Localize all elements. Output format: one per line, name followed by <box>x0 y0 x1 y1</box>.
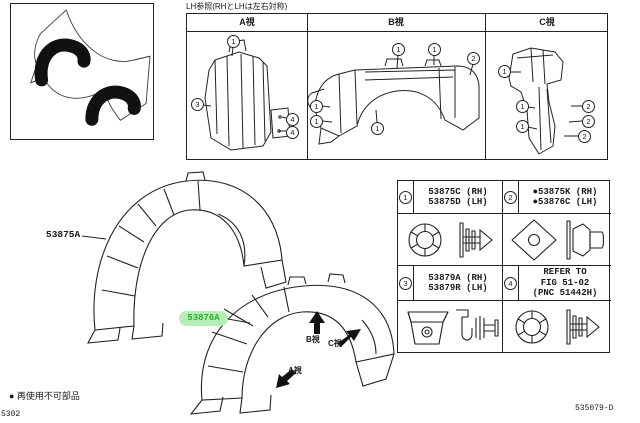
callout-1-badge: 1 <box>227 35 240 48</box>
fastener-parts-table: 1 53875C (RH) 53875D (LH) 2 ●53875K (RH)… <box>397 180 611 353</box>
callout-4-badge: 4 <box>504 276 517 290</box>
callout-4-badge: 4 <box>286 126 299 139</box>
vehicle-location-thumbnail <box>10 3 154 140</box>
views-divider-1 <box>307 14 308 159</box>
highlighted-part-label[interactable]: 53876A <box>179 311 228 326</box>
view-a-arrow-label: A視 <box>288 366 302 375</box>
callout-3-badge: 3 <box>399 276 412 290</box>
fender-liner-drawings <box>40 168 400 418</box>
view-b-header: B視 <box>388 17 404 27</box>
callout-1-badge: 1 <box>392 43 405 56</box>
part-number-cell-53875K[interactable]: ●53875K (RH) ●53876C (LH) <box>519 181 611 214</box>
callout-2-badge: 2 <box>578 130 591 143</box>
car-silhouette-drawing <box>11 4 153 139</box>
callout-1-badge: 1 <box>310 115 323 128</box>
views-header-divider <box>187 31 607 32</box>
non-reusable-parts-legend: ● 再使用不可部品 <box>9 391 80 401</box>
fastener-icon-cell-3 <box>398 301 503 352</box>
callout-1-badge: 1 <box>371 122 384 135</box>
detail-views-panel: A視 B視 C視 <box>186 13 608 160</box>
part-number-cell-53879A[interactable]: 53879A (RH) 53879R (LH) <box>414 266 503 301</box>
callout-1-badge: 1 <box>516 100 529 113</box>
part-label-53875A[interactable]: 53875A <box>46 229 81 240</box>
view-b-arrow-label: B視 <box>306 335 320 344</box>
part-number-cell-53875C[interactable]: 53875C (RH) 53875D (LH) <box>414 181 503 214</box>
view-a-header: A視 <box>239 17 255 27</box>
callout-1-badge: 1 <box>516 120 529 133</box>
refer-to-fig-cell[interactable]: REFER TO FIG 51-02 (PNC 51442H) <box>519 266 611 301</box>
callout-3-badge: 3 <box>191 98 204 111</box>
square-grommet-dome-nut-icon <box>507 215 607 265</box>
fastener-icon-cell-1 <box>398 214 503 266</box>
front-liner-blob <box>41 45 84 80</box>
view-b-direction-arrow <box>309 311 325 334</box>
fastener-icon-cell-2 <box>503 214 611 266</box>
views-line-art <box>187 14 609 161</box>
callout-1-badge: 1 <box>428 43 441 56</box>
callout-2-cell: 2 <box>503 181 519 214</box>
callout-2-badge: 2 <box>582 115 595 128</box>
callout-4-cell: 4 <box>503 266 519 301</box>
callout-4-badge: 4 <box>286 113 299 126</box>
callout-1-cell: 1 <box>398 181 414 214</box>
callout-1-badge: 1 <box>498 65 511 78</box>
grommet-clip-icon <box>400 215 500 265</box>
callout-2-badge: 2 <box>467 52 480 65</box>
callout-2-badge: 2 <box>504 190 517 204</box>
rear-liner-blob <box>92 92 135 119</box>
fastener-icon-cell-4 <box>503 301 611 352</box>
callout-3-cell: 3 <box>398 266 414 301</box>
view-c-header: C視 <box>539 17 555 27</box>
grommet-push-pin-icon <box>507 302 607 352</box>
view-a-direction-arrow <box>276 369 296 388</box>
callout-1-badge: 1 <box>399 190 412 204</box>
page-code: 5302 <box>1 410 21 419</box>
bracket-clamp-screw-icon <box>400 302 500 352</box>
view-c-arrow-label: C視 <box>328 339 342 348</box>
figure-code: 535079-D <box>575 404 614 413</box>
view-c-direction-arrow <box>338 329 361 347</box>
views-divider-2 <box>485 14 486 159</box>
callout-1-badge: 1 <box>310 100 323 113</box>
callout-2-badge: 2 <box>582 100 595 113</box>
